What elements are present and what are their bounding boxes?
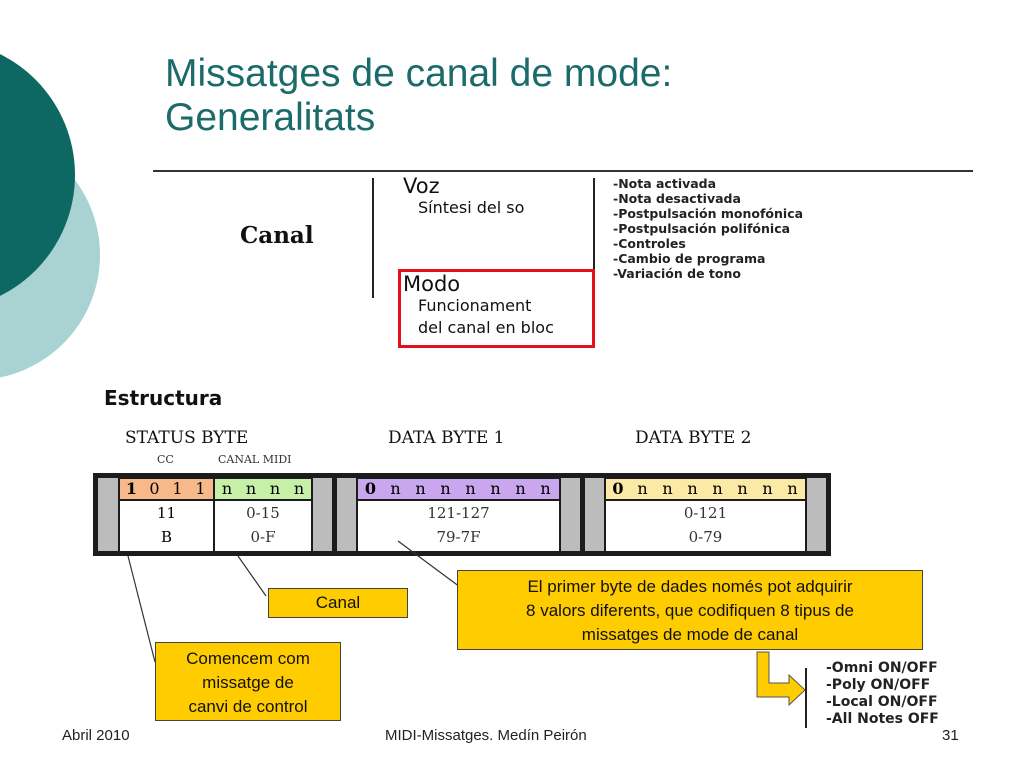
funcionament-line-2: del canal en bloc xyxy=(418,318,554,337)
status-byte-label: STATUS BYTE xyxy=(125,428,249,448)
status-channel-values: 0-15 0-F xyxy=(215,501,311,551)
list-item: -Nota activada xyxy=(613,176,717,191)
footer-center: MIDI-Missatges. Medín Peirón xyxy=(385,727,587,744)
cell-value: B xyxy=(160,528,173,546)
bit: 0 xyxy=(149,479,160,498)
page-title: Missatges de canal de mode: Generalitats xyxy=(165,52,672,140)
callout-line: canvi de control xyxy=(188,697,308,716)
decorative-circles xyxy=(0,54,100,378)
bit: n xyxy=(737,479,748,498)
cc-label: CC xyxy=(157,453,174,466)
footer-date: Abril 2010 xyxy=(62,727,130,744)
list-item: -Postpulsación monofónica xyxy=(613,206,804,221)
funcionament-line-1: Funcionament xyxy=(418,296,532,315)
databyte-pointer-line xyxy=(397,540,461,588)
list-item: -Omni ON/OFF xyxy=(826,660,938,676)
callout-line: missatge de xyxy=(202,673,294,692)
cell-value: 0-121 xyxy=(683,504,728,522)
table-separator xyxy=(561,478,580,551)
bit: n xyxy=(440,479,451,498)
bit: n xyxy=(415,479,426,498)
bit: n xyxy=(762,479,773,498)
bit: n xyxy=(390,479,401,498)
title-line-2: Generalitats xyxy=(165,96,376,139)
canal-midi-label: CANAL MIDI xyxy=(218,453,292,466)
cell-value: 0-F xyxy=(250,528,276,546)
cell-value: 79-7F xyxy=(436,528,481,546)
bit: 1 xyxy=(195,479,206,498)
canal-callout: Canal xyxy=(268,588,408,618)
list-item: -All Notes OFF xyxy=(826,711,939,727)
callout-line: El primer byte de dades només pot adquir… xyxy=(527,577,853,596)
table-separator xyxy=(337,478,356,551)
list-item: -Poly ON/OFF xyxy=(826,677,931,693)
cell-value: 121-127 xyxy=(427,504,490,522)
list-item: -Cambio de programa xyxy=(613,251,766,266)
cell-value: 0-79 xyxy=(688,528,723,546)
bit: n xyxy=(712,479,723,498)
list-item: -Local ON/OFF xyxy=(826,694,938,710)
page-number: 31 xyxy=(942,727,959,744)
bit: 0 xyxy=(612,479,624,498)
canal-label: Canal xyxy=(240,222,314,249)
canal-pointer-line xyxy=(237,555,267,597)
list-item: -Postpulsación polifónica xyxy=(613,221,791,236)
voice-messages-list: -Nota activada -Nota desactivada -Postpu… xyxy=(613,176,803,281)
mode-messages-list: -Omni ON/OFF -Poly ON/OFF -Local ON/OFF … xyxy=(826,660,939,728)
bit: n xyxy=(293,479,305,498)
sintesi-label: Síntesi del so xyxy=(418,198,525,217)
bit: n xyxy=(787,479,798,498)
cell-value: 0-15 xyxy=(246,504,280,522)
cc-pointer-line xyxy=(127,555,156,663)
bit: n xyxy=(245,479,257,498)
comencem-callout: Comencem com missatge de canvi de contro… xyxy=(155,642,341,721)
estructura-heading: Estructura xyxy=(104,386,223,410)
bit: n xyxy=(465,479,476,498)
bit: n xyxy=(687,479,698,498)
data-byte-2-values: 0-121 0-79 xyxy=(606,501,805,551)
title-line-1: Missatges de canal de mode: xyxy=(165,52,673,95)
data-byte-1-label: DATA BYTE 1 xyxy=(388,428,505,448)
list-item: -Controles xyxy=(613,236,686,251)
table-separator xyxy=(585,478,604,551)
modo-label: Modo xyxy=(403,272,461,296)
cell-value: 11 xyxy=(156,504,177,522)
title-rule xyxy=(153,170,973,172)
modo-highlight-box xyxy=(398,269,595,348)
primer-byte-callout: El primer byte de dades només pot adquir… xyxy=(457,570,923,650)
callout-line: 8 valors diferents, que codifiquen 8 tip… xyxy=(526,601,854,620)
list-item: -Variación de tono xyxy=(613,266,741,281)
canal-bracket xyxy=(372,178,374,298)
callout-line: missatges de mode de canal xyxy=(581,625,799,644)
bit: n xyxy=(540,479,551,498)
bit: n xyxy=(269,479,281,498)
bit: n xyxy=(221,479,233,498)
bit: 1 xyxy=(125,479,138,498)
voz-label: Voz xyxy=(403,174,440,198)
bit: n xyxy=(490,479,501,498)
voz-bracket xyxy=(593,178,595,273)
data-byte-1-values: 121-127 79-7F xyxy=(358,501,559,551)
bit: 0 xyxy=(364,479,377,498)
data-byte-2-label: DATA BYTE 2 xyxy=(635,428,752,448)
bit: n xyxy=(662,479,673,498)
bit: 1 xyxy=(172,479,183,498)
table-separator xyxy=(313,478,332,551)
dark-circle xyxy=(0,54,75,296)
table-separator xyxy=(98,478,118,551)
bent-arrow-icon xyxy=(756,651,806,707)
funcionament-label: Funcionament del canal en bloc xyxy=(418,295,554,339)
bit: n xyxy=(637,479,648,498)
status-cc-values: 11 B xyxy=(120,501,213,551)
callout-line: Comencem com xyxy=(186,649,310,668)
bit: n xyxy=(515,479,526,498)
table-separator xyxy=(807,478,826,551)
list-item: -Nota desactivada xyxy=(613,191,741,206)
